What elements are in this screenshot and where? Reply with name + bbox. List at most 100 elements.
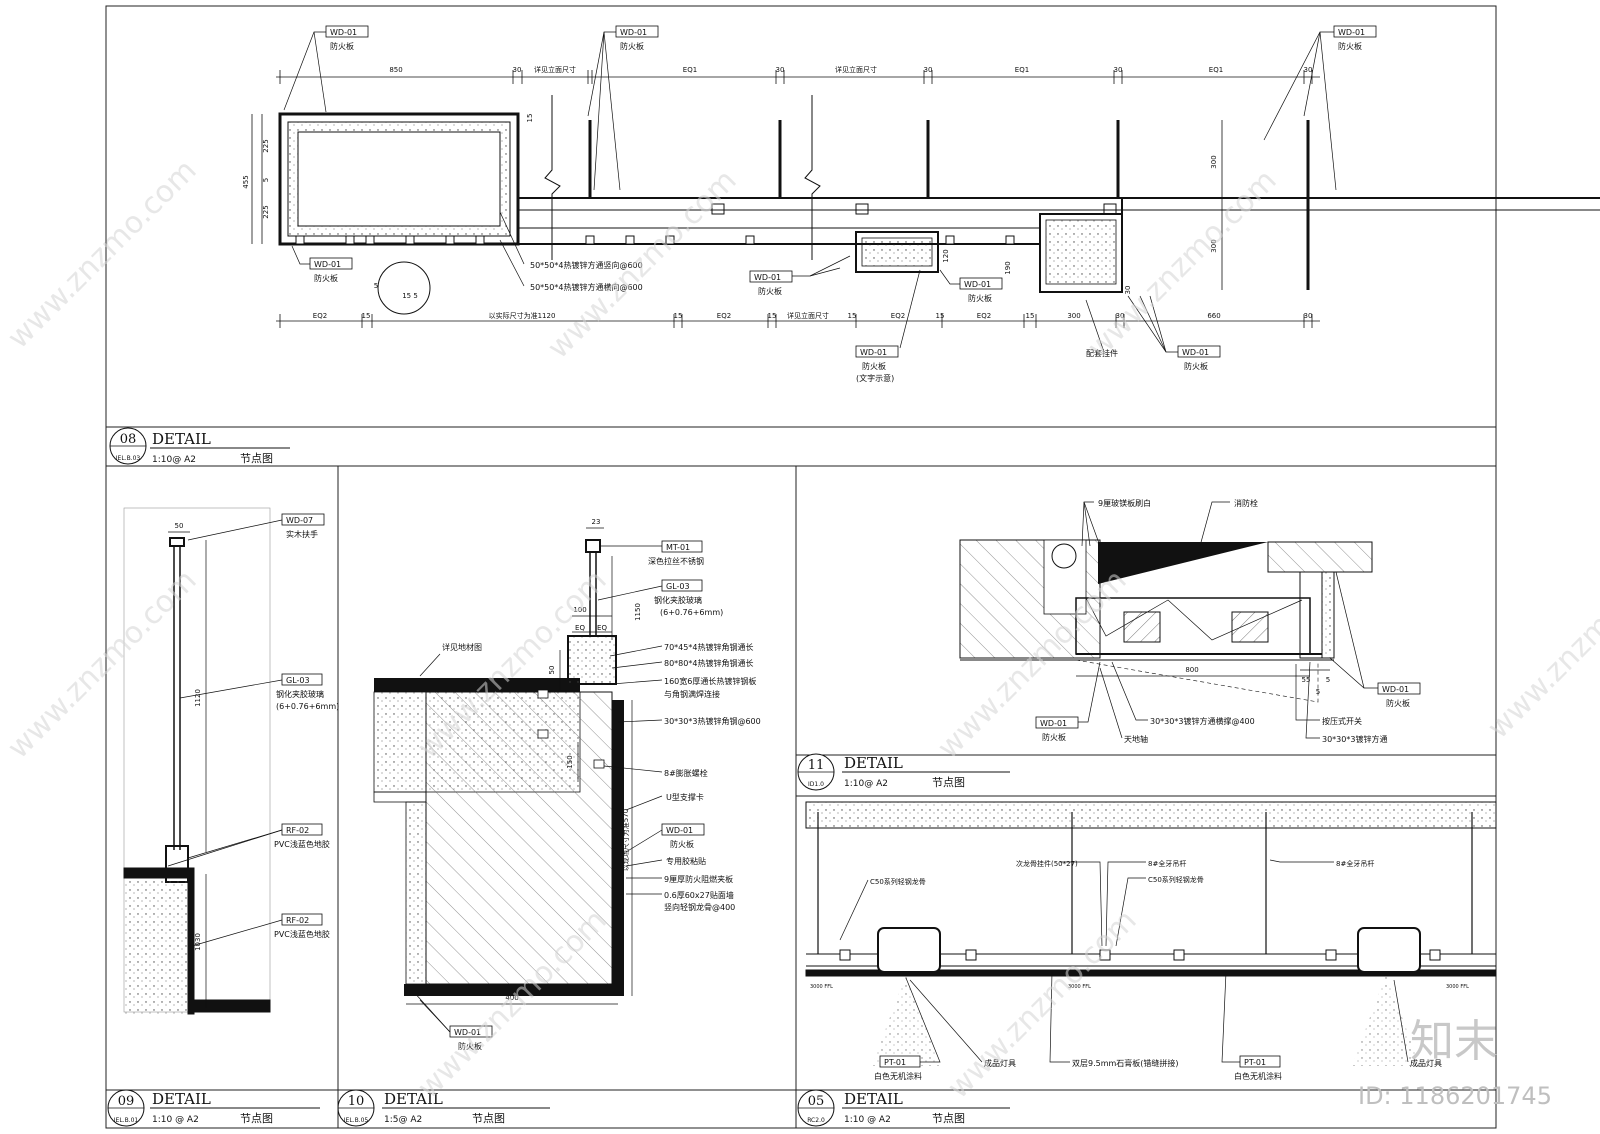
detail-11-notes: 9厘玻镁板刷白 消防栓 30*30*3镀锌方通横撑@400 天地轴 按压式开关 … — [1098, 498, 1387, 744]
detail-05-scale: 1:10 @ A2 — [844, 1115, 891, 1125]
note: 成品灯具 — [1410, 1058, 1442, 1068]
tag-note: (6+0.76+6mm) — [660, 608, 723, 617]
note: 70*45*4热镀锌角钢通长 — [664, 642, 753, 652]
detail-08-bottom-dims — [276, 314, 1320, 328]
note: 详见地材图 — [442, 642, 482, 652]
detail-05: 3000 FFL 3000 FFL 3000 FFL C50系列轻钢龙骨 次龙骨… — [797, 801, 1497, 1127]
detail-05-clips — [839, 949, 1441, 961]
detail-11-leaders — [1078, 501, 1378, 739]
tag-code: WD-01 — [860, 348, 887, 357]
watermark-site: www.znzmo.com — [941, 903, 1144, 1106]
note: 消防栓 — [1234, 498, 1258, 508]
detail-09-ref: IEL.B.01 — [114, 1117, 139, 1124]
detail-10-name: 节点图 — [472, 1112, 505, 1125]
note: U型支撑卡 — [666, 792, 704, 802]
level: 3000 FFL — [810, 984, 833, 990]
note: 30*30*3镀锌方通 — [1322, 734, 1387, 744]
dim-small-1: 120 — [942, 249, 950, 262]
detail-09-number: 09 — [118, 1094, 135, 1109]
detail-08-leaders — [283, 31, 1337, 353]
detail-08-break-lines — [544, 95, 821, 260]
detail-05-name: 节点图 — [932, 1112, 965, 1125]
detail-09-leaders — [167, 519, 283, 947]
note: 双层9.5mm石膏板(错缝拼接) — [1072, 1058, 1179, 1068]
dim-bottom-10: EQ2 — [977, 312, 991, 320]
detail-08-lower-boxes — [711, 203, 1123, 293]
tag-code: WD-01 — [1338, 28, 1365, 37]
dim-top-2: 详见立面尺寸 — [534, 65, 576, 74]
tag-desc: 防火板 — [330, 41, 354, 51]
dim: 50 — [548, 666, 556, 675]
watermark-site: www.znzmo.com — [1, 563, 204, 766]
tag-code: WD-01 — [454, 1028, 481, 1037]
detail-10: 23 100 1150 EQ EQ 50 150 400 以现场尺寸为准570 … — [337, 518, 761, 1127]
note: C50系列轻钢龙骨 — [870, 877, 926, 886]
watermark-site: www.znzmo.com — [1481, 543, 1600, 746]
dim: 5 — [1316, 688, 1320, 696]
detail-10-number: 10 — [348, 1094, 365, 1109]
tag-code: MT-01 — [666, 543, 690, 552]
watermark-brand: 知末 — [1410, 1016, 1498, 1067]
dim-bottom-2: 以实际尺寸为准1120 — [489, 311, 556, 320]
tag-code: PT-01 — [1244, 1058, 1266, 1067]
tag-desc: 防火板 — [670, 839, 694, 849]
tag-code: WD-01 — [1382, 685, 1409, 694]
note: 30*30*3镀锌方通横撑@400 — [1150, 716, 1255, 726]
dim-bottom-1: 15 — [362, 312, 371, 320]
detail-08-top-dims — [276, 70, 1320, 84]
dim-small-0: 15 — [526, 114, 534, 123]
detail-11-title: DETAIL — [844, 754, 903, 772]
detail-08-tags — [309, 25, 1377, 358]
detail-11-dims — [1076, 669, 1330, 677]
dim: 150 — [566, 755, 574, 768]
detail-08-tag-labels: WD-01 防火板 WD-01 防火板 WD-01 防火板 WD-01 防火板 … — [314, 28, 1365, 383]
note: 9厘厚防火阻燃夹板 — [664, 874, 733, 884]
detail-09-scale: 1:10 @ A2 — [152, 1115, 199, 1125]
detail-05-tags — [879, 1055, 1281, 1068]
detail-11-fire-hydrant-triangle — [1098, 542, 1268, 584]
tag-code: GL-03 — [286, 676, 310, 685]
note: 成品灯具 — [984, 1058, 1016, 1068]
detail-10-scale: 1:5@ A2 — [384, 1115, 422, 1125]
tag-code: WD-07 — [286, 516, 313, 525]
tag-desc: 防火板 — [1338, 41, 1362, 51]
dim: 100 — [573, 606, 586, 614]
detail-08-name: 节点图 — [240, 452, 273, 465]
dim: 5 — [1326, 676, 1330, 684]
detail-11-door-swing — [1075, 659, 1319, 703]
dim: 23 — [592, 518, 601, 526]
dim-top-3: EQ1 — [683, 66, 697, 74]
detail-05-number: 05 — [808, 1094, 825, 1109]
dim-top-9: EQ1 — [1209, 66, 1223, 74]
dim-left-1: 225 — [262, 139, 270, 152]
detail-11-pipe-circle — [1051, 543, 1077, 569]
dim: EQ — [575, 624, 585, 632]
dim-top-10: 30 — [1304, 66, 1313, 74]
dim-bottom-14: 660 — [1207, 312, 1220, 320]
note: 50*50*4热镀锌方通竖向@600 — [530, 260, 643, 270]
detail-10-wall — [404, 691, 624, 996]
tag-desc: PVC浅蓝色地胶 — [274, 929, 330, 939]
detail-05-light-boxes — [877, 927, 1421, 973]
tag-code: GL-03 — [666, 582, 690, 591]
tag-code: WD-01 — [330, 28, 357, 37]
note: 与角钢满焊连接 — [664, 689, 720, 699]
watermark-id: ID: 1186201745 — [1358, 1082, 1552, 1110]
dim-top-7: EQ1 — [1015, 66, 1029, 74]
note: 天地轴 — [1124, 734, 1148, 744]
dim-small-5: 30 — [1124, 286, 1132, 295]
dim-left-3: 225 — [262, 205, 270, 218]
detail-09-title: DETAIL — [152, 1090, 211, 1108]
tag-note: (文字示意) — [856, 373, 894, 383]
note: 30*30*3热镀锌角钢@600 — [664, 716, 761, 726]
dim: 400 — [505, 994, 518, 1002]
detail-05-bottom-notes: 成品灯具 双层9.5mm石膏板(错缝拼接) 成品灯具 — [984, 1058, 1442, 1068]
dim-small-4: 5 — [374, 282, 378, 290]
dim: 以现场尺寸为准570 — [621, 809, 630, 871]
tag-desc: 钢化夹胶玻璃 — [276, 689, 324, 699]
tag-code: RF-02 — [286, 826, 309, 835]
note: 8#全牙吊杆 — [1336, 859, 1374, 868]
note: C50系列轻钢龙骨 — [1148, 875, 1204, 884]
dim-right-1: 300 — [1210, 239, 1218, 252]
